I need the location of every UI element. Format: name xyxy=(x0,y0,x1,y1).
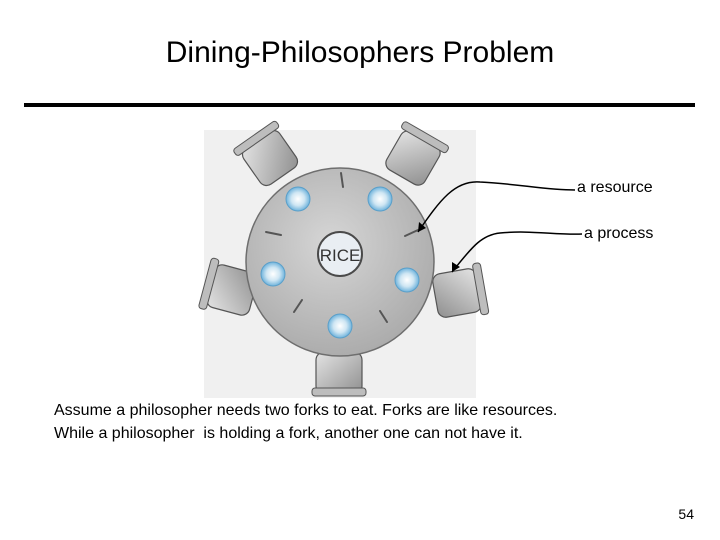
body-line-1: Assume a philosopher needs two forks to … xyxy=(54,399,694,422)
plate xyxy=(368,187,392,211)
chair-bottom xyxy=(312,352,366,396)
plate xyxy=(395,268,419,292)
rice-label: RICE xyxy=(320,246,361,265)
annotation-process: a process xyxy=(584,225,653,243)
body-line-2: While a philosopher is holding a fork, a… xyxy=(54,422,694,445)
body-text: Assume a philosopher needs two forks to … xyxy=(54,399,694,445)
annotation-resource: a resource xyxy=(577,179,653,197)
plate xyxy=(328,314,352,338)
plate xyxy=(286,187,310,211)
page-number: 54 xyxy=(660,506,694,522)
plate xyxy=(261,262,285,286)
